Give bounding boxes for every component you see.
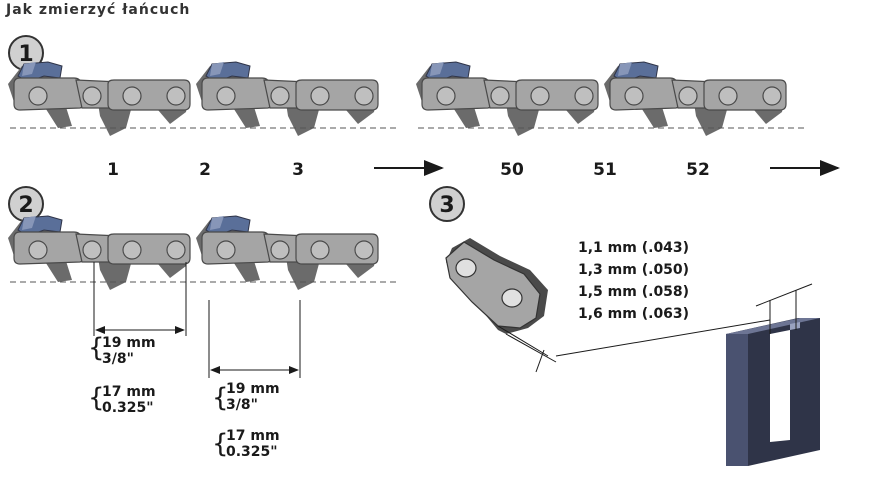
link-count-1: 1 xyxy=(107,160,119,180)
chain-row-2 xyxy=(7,215,400,291)
chain-row-1-left xyxy=(7,61,400,137)
brace-short-alt: { xyxy=(88,383,105,413)
pitch-short-mm: 19 mm xyxy=(102,335,156,351)
step-2-badge: 2 xyxy=(8,186,44,222)
pitch-long-alt-mm: 17 mm xyxy=(226,428,280,444)
brace-long: { xyxy=(212,383,229,413)
drive-link-plate xyxy=(445,238,557,373)
link-count-51: 51 xyxy=(593,160,617,180)
link-count-52: 52 xyxy=(686,160,710,180)
brace-short: { xyxy=(88,333,105,363)
chain-row-1-right xyxy=(415,61,806,137)
pitch-long-alt-inch: 0.325" xyxy=(226,444,278,460)
step-1-number: 1 xyxy=(18,42,33,67)
pitch-short-alt-inch: 0.325" xyxy=(102,400,154,416)
brace-long-alt: { xyxy=(212,429,229,459)
pitch-dimension-long xyxy=(208,300,301,378)
link-count-2: 2 xyxy=(199,160,211,180)
step-2-number: 2 xyxy=(18,193,33,218)
link-count-3: 3 xyxy=(292,160,304,180)
link-count-50: 50 xyxy=(500,160,524,180)
pitch-short-inch: 3/8" xyxy=(102,351,134,367)
gauge-3: 1,5 mm (.058) xyxy=(578,284,689,300)
gauge-leader-line xyxy=(555,319,771,357)
gauge-2: 1,3 mm (.050) xyxy=(578,262,689,278)
pitch-dimension-short xyxy=(93,262,187,336)
step-1-badge: 1 xyxy=(8,35,44,71)
page-title: Jak zmierzyć łańcuch xyxy=(5,2,190,18)
pitch-long-mm: 19 mm xyxy=(226,381,280,397)
step-3-number: 3 xyxy=(439,193,454,218)
gauge-4: 1,6 mm (.063) xyxy=(578,306,689,322)
guide-bar-groove xyxy=(726,283,820,466)
pitch-short-alt-mm: 17 mm xyxy=(102,384,156,400)
gauge-1: 1,1 mm (.043) xyxy=(578,240,689,256)
pitch-long-inch: 3/8" xyxy=(226,397,258,413)
step-3-badge: 3 xyxy=(429,186,465,222)
